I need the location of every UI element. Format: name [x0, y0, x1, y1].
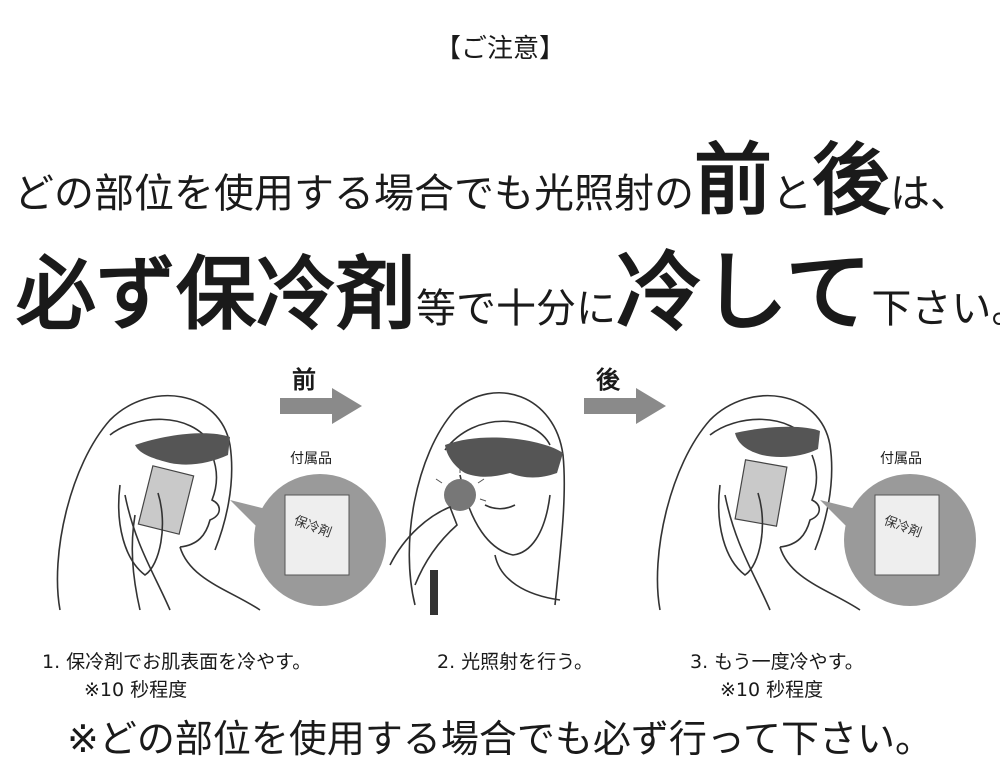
accessory-callout: 保冷剤: [230, 474, 386, 606]
headline-to: と: [772, 171, 813, 217]
illustration-cooling-before: [56, 394, 261, 611]
accessory-callout: 保冷剤: [820, 474, 976, 606]
step-1-text: 1. 保冷剤でお肌表面を冷やす。: [42, 651, 312, 673]
step-2-text: 2. 光照射を行う。: [437, 651, 594, 673]
headline-cool: 冷して: [616, 243, 872, 343]
step-3-text: 3. もう一度冷やす。: [690, 651, 864, 673]
illustration-light-treatment: [389, 392, 566, 615]
step-2: 2. 光照射を行う。: [437, 648, 593, 676]
arrow-after-label: 後: [596, 366, 620, 394]
step-3-note: ※10 秒程度: [720, 679, 824, 701]
accessory-label: 付属品: [880, 451, 922, 467]
arrow-right-icon: [584, 388, 666, 424]
headline-end-2: 下さい。: [871, 286, 1000, 332]
accessory-label: 付属品: [290, 451, 332, 467]
arrow-before-label: 前: [292, 366, 316, 394]
headline-line-1: どの部位を使用する場合でも光照射の前と後は、: [14, 118, 994, 230]
headline-text: どの部位を使用する場合でも光照射の: [14, 171, 694, 217]
step-1-note: ※10 秒程度: [84, 679, 188, 701]
headline-must: 必ず保冷剤: [16, 248, 416, 341]
footer-note: ※どの部位を使用する場合でも必ず行って下さい。: [67, 717, 933, 761]
step-3: 3. もう一度冷やす。 ※10 秒程度: [690, 648, 864, 704]
headline-end: は、: [890, 171, 971, 217]
arrow-right-icon: [280, 388, 362, 424]
headline-after: 後: [812, 136, 891, 226]
illustration-cooling-after: [656, 394, 861, 611]
notice-title: 【ご注意】: [434, 34, 565, 64]
headline-before: 前: [694, 136, 773, 226]
headline-mid: 等で十分に: [416, 286, 616, 332]
headline-line-2: 必ず保冷剤等で十分に冷して下さい。: [16, 222, 1000, 347]
step-1: 1. 保冷剤でお肌表面を冷やす。 ※10 秒程度: [42, 648, 311, 704]
